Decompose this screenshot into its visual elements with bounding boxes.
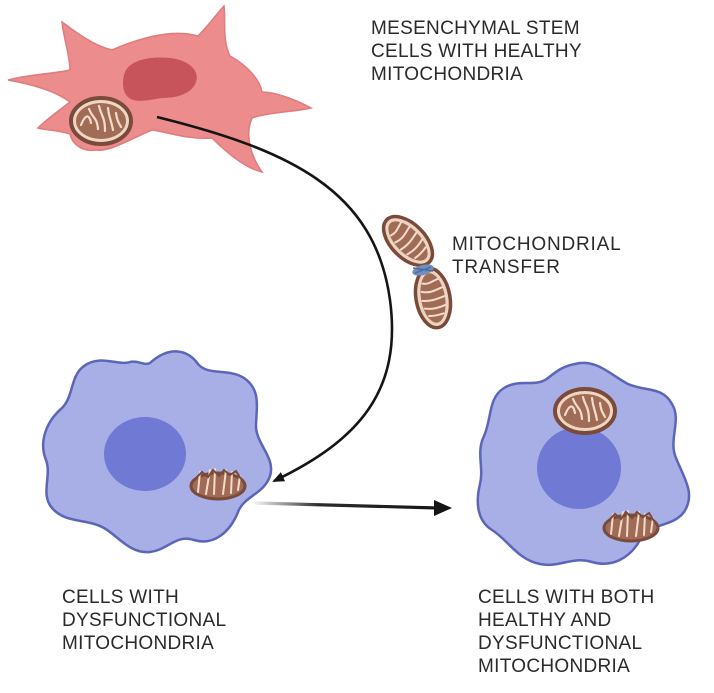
mesenchymal-stem-cells-label: MESENCHYMAL STEM CELLS WITH HEALTHY MITO… (371, 17, 582, 86)
transfer-arrow (156, 115, 394, 483)
label-line: DYSFUNCTIONAL (478, 633, 643, 654)
mixed-cell-dysfunctional-mitochondrion (602, 510, 660, 543)
dysfunctional-cell-nucleus (104, 417, 186, 491)
mixed-cells-label: CELLS WITH BOTH HEALTHY AND DYSFUNCTIONA… (478, 586, 655, 678)
transfer-mitochondrion-lower (413, 266, 453, 330)
mixed-cell-nucleus (537, 427, 621, 509)
label-line: HEALTHY AND (478, 610, 612, 631)
mixed-cell-healthy-mitochondrion (553, 387, 617, 435)
dysfunctional-mitochondrion (189, 468, 247, 501)
result-arrow-shaft (254, 501, 439, 510)
transferring-mitochondria (381, 214, 453, 330)
stem-cell-nucleus (122, 57, 197, 101)
label-line: TRANSFER (452, 257, 561, 278)
dysfunctional-cells-label: CELLS WITH DYSFUNCTIONAL MITOCHONDRIA (62, 586, 226, 655)
dysfunctional-cell (41, 350, 273, 554)
label-line: CELLS WITH (62, 587, 180, 608)
mesenchymal-stem-cell (7, 4, 314, 174)
label-line: MITOCHONDRIA (478, 656, 631, 677)
label-line: DYSFUNCTIONAL (62, 610, 227, 631)
label-line: MITOCHONDRIA (62, 633, 215, 654)
healthy-mitochondrion (69, 96, 133, 146)
result-arrow-head (434, 500, 452, 516)
mitochondrial-transfer-label: MITOCHONDRIAL TRANSFER (452, 233, 621, 279)
label-line: CELLS WITH BOTH (478, 587, 655, 608)
label-line: MESENCHYMAL STEM (371, 18, 580, 39)
transfer-mitochondrion-upper (381, 214, 435, 268)
mitochondria-junction (412, 264, 434, 276)
label-line: MITOCHONDRIAL (452, 234, 622, 255)
mixed-cell (476, 361, 691, 567)
label-line: CELLS WITH HEALTHY (371, 41, 582, 62)
label-line: MITOCHONDRIA (371, 64, 524, 85)
